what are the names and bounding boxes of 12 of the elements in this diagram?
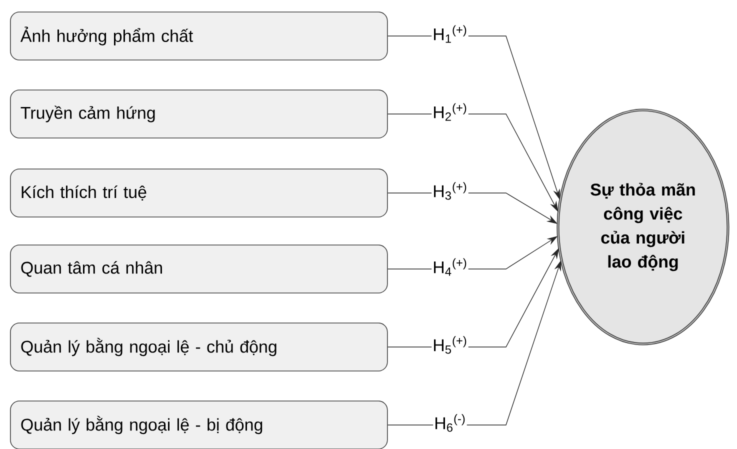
- factor-box: Quản lý bằng ngoại lệ - chủ động: [10, 322, 388, 372]
- edge-label: H$_{2}$(+): [432, 102, 468, 122]
- edge-label: H$_{4}$(+): [432, 257, 468, 277]
- edge-label: H$_{3}$(+): [432, 181, 468, 201]
- factor-box: Ảnh hưởng phẩm chất: [10, 12, 388, 60]
- edge-label: H$_{6}$(-): [433, 413, 467, 433]
- edge-label: H$_{1}$(+): [432, 24, 468, 44]
- factor-box: Truyền cảm hứng: [10, 90, 388, 138]
- factor-box: Quản lý bằng ngoại lệ - bị động: [10, 400, 388, 449]
- factor-box: Quan tâm cá nhân: [10, 244, 388, 294]
- factor-box: Kích thích trí tuệ: [10, 168, 388, 218]
- edge-label: H$_{5}$(+): [432, 335, 468, 355]
